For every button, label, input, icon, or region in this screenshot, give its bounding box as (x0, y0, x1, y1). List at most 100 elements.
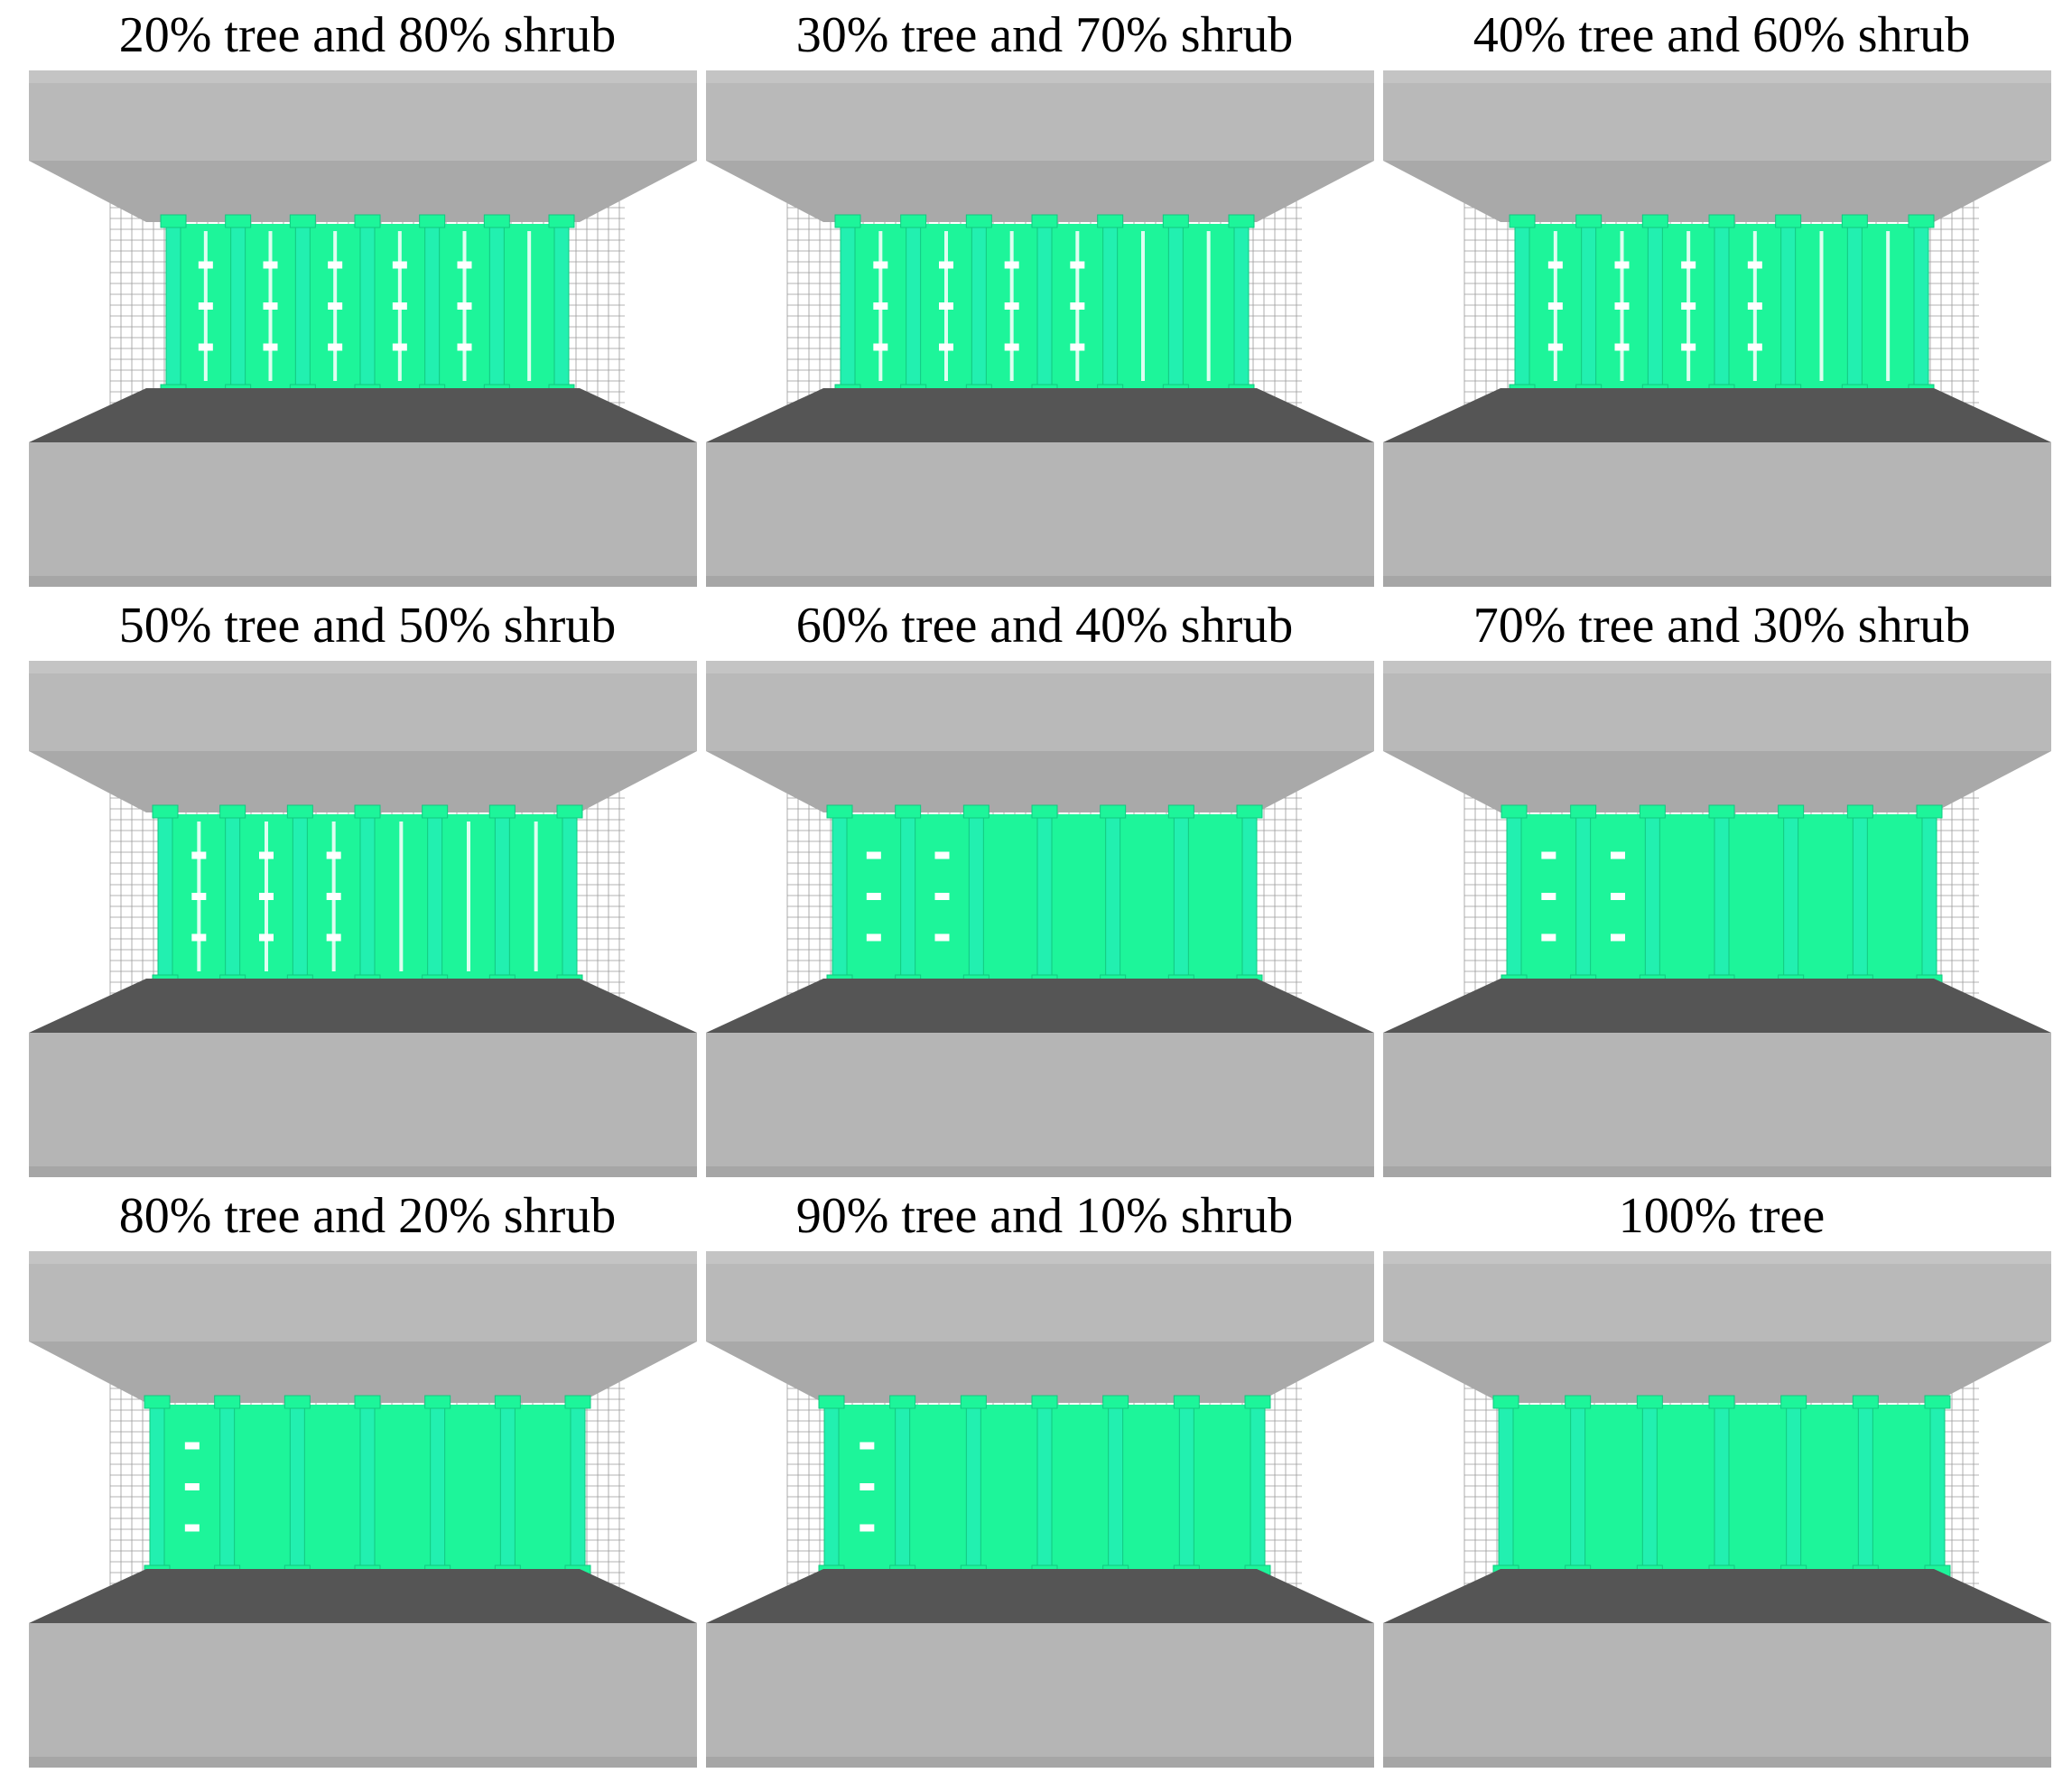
vegetation-column (1783, 808, 1799, 985)
vegetation-gap (184, 1483, 200, 1490)
vegetation-column (499, 1398, 516, 1575)
vegetation-gap (859, 1442, 875, 1450)
vegetation-knob (1641, 214, 1668, 228)
vegetation-column (230, 218, 246, 395)
vegetation-gap (1611, 851, 1625, 859)
vegetation-column (1167, 218, 1184, 395)
scene (1383, 70, 2060, 587)
vegetation-column (219, 1398, 236, 1575)
vegetation-gap (1541, 893, 1556, 900)
lower-block-edge (706, 576, 1374, 587)
upper-block (1383, 1251, 2051, 1341)
vegetation-knob (1167, 804, 1194, 819)
vegetation-knob (1708, 1395, 1735, 1409)
vegetation-column (359, 808, 376, 985)
vegetation-column (1786, 1398, 1802, 1575)
vegetation-gap (1611, 933, 1625, 942)
vegetation-column (165, 218, 181, 395)
scene (29, 70, 706, 587)
vegetation-column (1178, 1398, 1194, 1575)
upper-taper (706, 751, 1374, 812)
vegetation-slit (265, 822, 268, 971)
vegetation-knob (895, 804, 922, 819)
vegetation-column (823, 1398, 840, 1575)
vegetation-gap (934, 851, 950, 859)
vegetation-slit (197, 822, 201, 971)
vegetation-block (160, 214, 575, 398)
lower-wedge (1383, 979, 2051, 1033)
panel-title: 30% tree and 70% shrub (795, 7, 1294, 63)
vegetation-column (1498, 1398, 1514, 1575)
vegetation-column (1714, 1398, 1730, 1575)
lower-wedge (1383, 1569, 2051, 1623)
panel-title: 100% tree (1618, 1188, 1826, 1244)
lower-block-edge (1383, 1757, 2051, 1768)
vegetation-gap (1541, 851, 1556, 859)
panel-9: 100% tree (1383, 1181, 2060, 1768)
upper-taper (1383, 751, 2051, 812)
upper-block-edge (29, 70, 697, 83)
vegetation-column (900, 808, 916, 985)
lower-block-edge (1383, 1166, 2051, 1177)
panel-title: 40% tree and 60% shrub (1473, 7, 1971, 63)
scene-svg (706, 661, 1374, 1177)
lower-wedge (29, 388, 697, 442)
scene (706, 661, 1383, 1177)
upper-taper (29, 1341, 697, 1403)
vegetation-knob (1228, 214, 1255, 228)
panel-4: 50% tree and 50% shrub (29, 590, 706, 1177)
vegetation-slit (878, 231, 883, 381)
vegetation-column (1929, 1398, 1946, 1575)
vegetation-block (1501, 804, 1943, 989)
vegetation-block (144, 1395, 591, 1579)
vegetation-column (430, 1398, 446, 1575)
vegetation-knob (900, 214, 927, 228)
lower-block (1383, 442, 2051, 587)
vegetation-slit (1886, 231, 1891, 381)
scene-svg (1383, 661, 2051, 1177)
vegetation-knob (1708, 214, 1735, 228)
scene (29, 661, 706, 1177)
upper-taper (706, 1341, 1374, 1403)
scene-svg (1383, 70, 2051, 587)
vegetation-slit (203, 231, 208, 381)
vegetation-knob (1565, 1395, 1592, 1409)
lower-wedge (29, 1569, 697, 1623)
lower-block (29, 1033, 697, 1177)
upper-block-edge (29, 661, 697, 673)
vegetation-slit (1553, 231, 1557, 381)
upper-taper (29, 751, 697, 812)
lower-wedge (706, 979, 1374, 1033)
vegetation-knob (1846, 804, 1873, 819)
upper-taper (1383, 1341, 2051, 1403)
scene-svg (29, 70, 697, 587)
vegetation-knob (1244, 1395, 1271, 1409)
vegetation-gap (859, 1483, 875, 1490)
vegetation-column (1857, 1398, 1873, 1575)
vegetation-column (895, 1398, 911, 1575)
panel-6: 70% tree and 30% shrub (1383, 590, 2060, 1177)
vegetation-column (1575, 808, 1592, 985)
vegetation-column (1250, 1398, 1266, 1575)
vegetation-knob (214, 1395, 241, 1409)
upper-block-edge (1383, 70, 2051, 83)
vegetation-knob (1778, 804, 1805, 819)
vegetation-knob (1031, 214, 1058, 228)
vegetation-column (968, 808, 984, 985)
vegetation-slit (1620, 231, 1624, 381)
vegetation-block (834, 214, 1255, 398)
scene-svg (706, 70, 1374, 587)
vegetation-slit (944, 231, 948, 381)
vegetation-knob (834, 214, 861, 228)
panel-2: 30% tree and 70% shrub (706, 0, 1383, 587)
vegetation-slit (1206, 231, 1211, 381)
vegetation-slit (1075, 231, 1080, 381)
lower-wedge (1383, 388, 2051, 442)
lower-block-edge (706, 1757, 1374, 1768)
vegetation-slit (333, 231, 338, 381)
vegetation-column (1921, 808, 1937, 985)
vegetation-column (840, 218, 856, 395)
vegetation-knob (1100, 804, 1127, 819)
upper-block (29, 1251, 697, 1341)
